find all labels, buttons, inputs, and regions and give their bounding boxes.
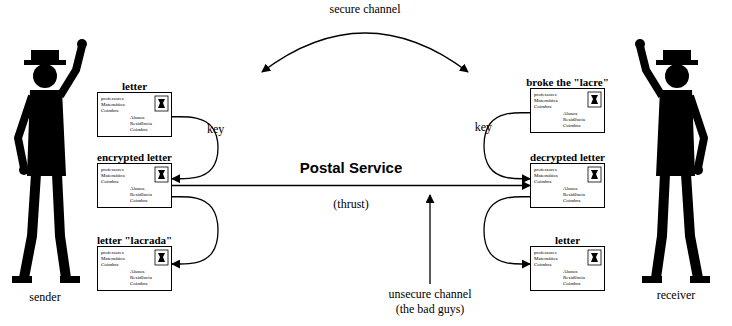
channel-label: secure channel (330, 2, 401, 17)
key-label: key (475, 120, 492, 135)
envelope: broke the "lacre"professores Matemática … (530, 88, 605, 133)
envelope-title: letter (122, 80, 147, 92)
receiver-address: Alunos Residência Coimbra (563, 186, 593, 203)
envelope: letterprofessores Matemática CoimbraAlun… (97, 92, 172, 137)
receiver-figure (635, 39, 710, 283)
receiver-address: Alunos Residência Coimbra (130, 115, 160, 132)
actor-label: receiver (657, 288, 696, 303)
envelope-title: broke the "lacre" (526, 76, 609, 88)
arrow-connector (172, 197, 218, 264)
receiver-address: Alunos Residência Coimbra (130, 186, 160, 203)
envelope-title: letter (555, 234, 580, 246)
note-label: (thrust) (333, 197, 368, 212)
stamp (155, 167, 168, 182)
envelope: letter "lacrada"professores Matemática C… (97, 246, 172, 291)
stamp (588, 250, 601, 265)
sender-address: professores Matemática Coimbra (534, 250, 562, 267)
arrow-connector (484, 197, 530, 264)
receiver-address: Alunos Residência Coimbra (563, 111, 593, 128)
envelope-title: encrypted letter (97, 151, 172, 163)
secure-channel-arrow (262, 33, 468, 72)
sender-address: professores Matemática Coimbra (534, 92, 562, 109)
key-label: key (207, 122, 224, 137)
stamp (588, 167, 601, 182)
channel-label: Postal Service (300, 159, 403, 176)
actor-label: sender (29, 290, 60, 305)
envelope: encrypted letterprofessores Matemática C… (97, 163, 172, 208)
envelope: letterprofessores Matemática CoimbraAlun… (530, 246, 605, 291)
stamp (155, 96, 168, 111)
sender-figure (12, 39, 87, 283)
envelope: decrypted letterprofessores Matemática C… (530, 163, 605, 208)
envelope-title: letter "lacrada" (97, 234, 172, 246)
arrow-connector (172, 185, 530, 186)
sender-address: professores Matemática Coimbra (101, 167, 129, 184)
envelope-title: decrypted letter (530, 151, 605, 163)
note-label: (the bad guys) (396, 302, 465, 317)
sender-address: professores Matemática Coimbra (101, 250, 129, 267)
attack-arrow (429, 195, 430, 284)
stamp (155, 250, 168, 265)
stamp (588, 92, 601, 107)
receiver-address: Alunos Residência Coimbra (130, 269, 160, 286)
receiver-address: Alunos Residência Coimbra (563, 269, 593, 286)
sender-address: professores Matemática Coimbra (534, 167, 562, 184)
channel-label: unsecure channel (389, 287, 472, 302)
sender-address: professores Matemática Coimbra (101, 96, 129, 113)
